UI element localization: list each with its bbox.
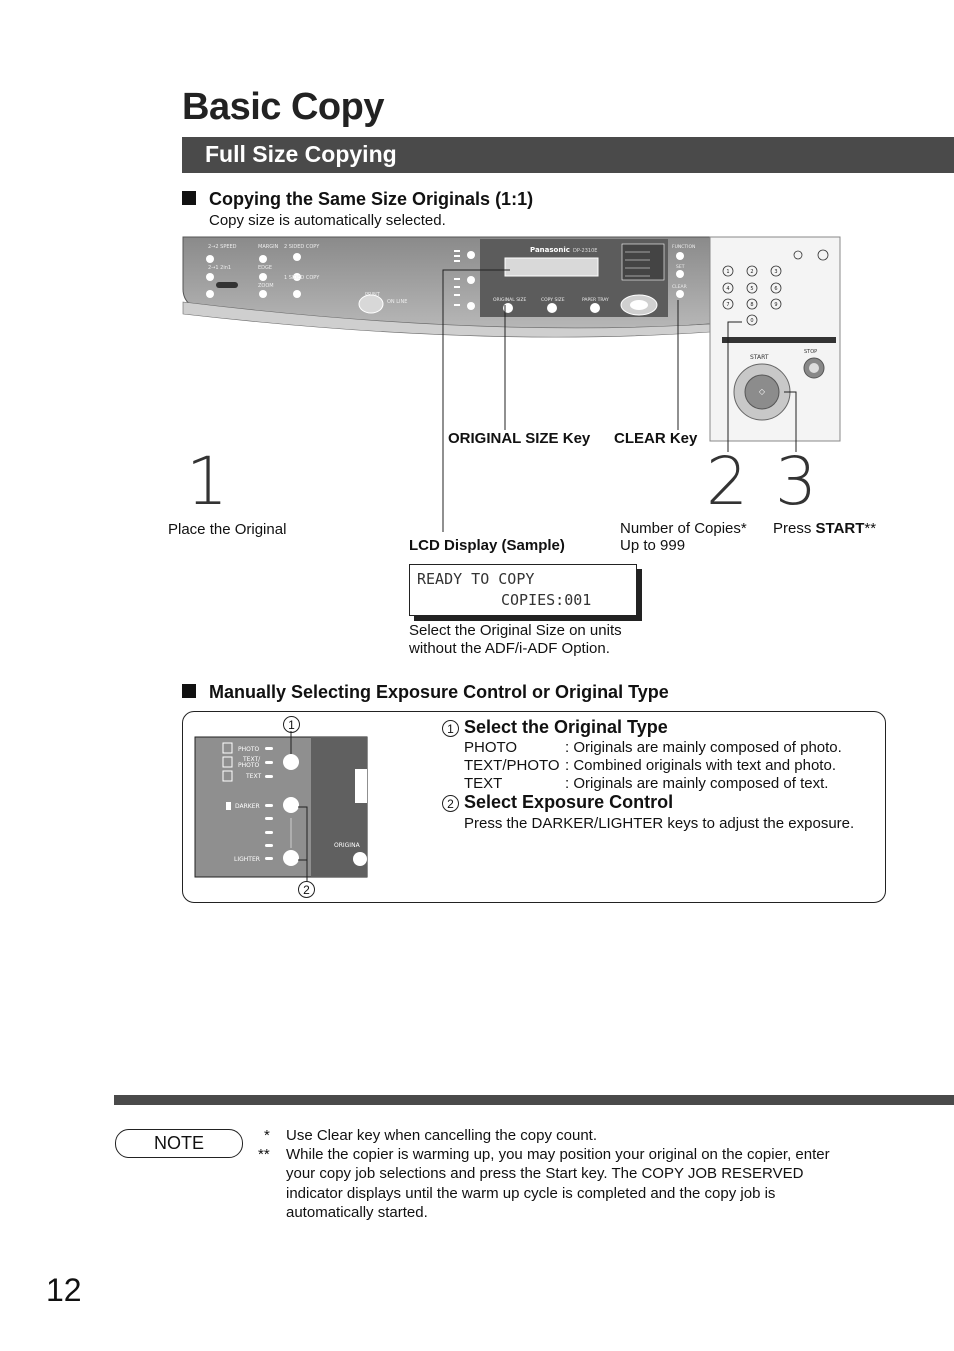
step-3-number: 3	[775, 443, 817, 520]
svg-text:SET: SET	[676, 264, 685, 270]
panel-brand: Panasonic	[530, 246, 570, 254]
lcd-display: READY TO COPY COPIES:001	[409, 564, 637, 616]
lcd-display-callout: LCD Display (Sample)	[409, 537, 565, 554]
svg-text:1 SIDED COPY: 1 SIDED COPY	[284, 275, 320, 281]
item1-desc-textphoto: : Combined originals with text and photo…	[565, 757, 836, 774]
svg-text:PRINT: PRINT	[365, 292, 381, 298]
lcd-caption-line-1: Select the Original Size on units	[409, 622, 622, 639]
step-2-label: Number of Copies	[620, 520, 741, 537]
svg-text:4: 4	[726, 286, 729, 292]
step-2-text: Number of Copies* Up to 999	[620, 520, 747, 554]
item1-term-textphoto: TEXT/PHOTO	[464, 757, 560, 774]
note-item-2-line-2: your copy job selections and press the S…	[286, 1165, 804, 1183]
section1-subheading: Copy size is automatically selected.	[209, 212, 446, 229]
marker-2: 2	[298, 881, 315, 898]
svg-text:0: 0	[750, 318, 753, 324]
svg-text:ZOOM: ZOOM	[258, 283, 274, 289]
svg-text:COPY SIZE: COPY SIZE	[541, 297, 565, 303]
mini-lighter-label: LIGHTER	[234, 856, 260, 863]
step-1-number: 1	[186, 443, 228, 520]
clear-key-callout: CLEAR Key	[614, 430, 698, 447]
step-3-prefix: Press	[773, 520, 816, 537]
svg-text:PAPER TRAY: PAPER TRAY	[582, 297, 609, 303]
svg-text:7: 7	[726, 302, 729, 308]
bullet-square-icon	[182, 191, 196, 205]
asterisk-mark: *	[740, 520, 747, 537]
lcd-line-1: READY TO COPY	[417, 570, 535, 588]
svg-text:2 SIDED COPY: 2 SIDED COPY	[284, 244, 320, 250]
lcd-caption: Select the Original Size on units withou…	[409, 622, 622, 658]
asterisk-mark: **	[864, 520, 877, 537]
step-3-text: Press START**	[773, 520, 876, 537]
control-panel-illustration: 2→2 SPEED MARGIN 2 SIDED COPY 2→1 2in1 EDGE…	[182, 236, 841, 442]
section2-heading: Manually Selecting Exposure Control or O…	[209, 682, 669, 702]
mini-darker-label: DARKER	[235, 803, 260, 810]
step-2-number: 2	[706, 443, 748, 520]
section-band-title: Full Size Copying	[205, 141, 397, 167]
svg-text:ON LINE: ON LINE	[387, 299, 407, 305]
note-item-2-line-3: indicator displays until the warm up cyc…	[286, 1184, 776, 1202]
item1-desc-photo: : Originals are mainly composed of photo…	[565, 739, 842, 756]
item2-title: Select Exposure Control	[464, 792, 674, 812]
svg-text:5: 5	[750, 286, 753, 292]
note-item-2-line-4: automatically started.	[286, 1203, 428, 1221]
panel-model: DP-2310E	[573, 248, 597, 254]
svg-text:◇: ◇	[759, 387, 766, 396]
marker-1: 1	[283, 716, 300, 733]
step-1-text: Place the Original	[168, 521, 287, 538]
item2-title-row: 2 Select Exposure Control	[442, 792, 673, 813]
svg-text:FUNCTION: FUNCTION	[672, 244, 695, 250]
section1-heading: Copying the Same Size Originals (1:1)	[209, 189, 534, 209]
svg-text:EDGE: EDGE	[258, 265, 272, 271]
item1-marker: 1	[442, 720, 459, 737]
step-3-start: START	[815, 520, 865, 537]
mini-textphoto-label-1: TEXT/	[242, 756, 261, 763]
lcd-line-2: COPIES:001	[501, 591, 592, 609]
mini-photo-label: PHOTO	[238, 746, 260, 753]
svg-text:CLEAR: CLEAR	[672, 284, 687, 290]
item1-title-row: 1 Select the Original Type	[442, 717, 668, 738]
item2-desc: Press the DARKER/LIGHTER keys to adjust …	[464, 815, 855, 832]
svg-text:2→1 2in1: 2→1 2in1	[208, 265, 231, 271]
item1-desc-text: : Originals are mainly composed of text.	[565, 775, 829, 792]
svg-text:ORIGINAL SIZE: ORIGINAL SIZE	[493, 297, 526, 303]
svg-text:1: 1	[726, 269, 729, 275]
item1-title: Select the Original Type	[464, 717, 668, 737]
svg-text:STOP: STOP	[804, 349, 817, 355]
item1-rows: PHOTO : Originals are mainly composed of …	[464, 739, 842, 793]
note-item-2: While the copier is warming up, you may …	[286, 1145, 926, 1222]
svg-text:MARGIN: MARGIN	[258, 244, 279, 250]
leader-lines	[442, 269, 797, 532]
page-number: 12	[46, 1272, 82, 1308]
original-size-key-callout: ORIGINAL SIZE Key	[448, 430, 591, 447]
note-rule	[114, 1095, 954, 1105]
section-band: Full Size Copying	[182, 137, 954, 173]
svg-text:8: 8	[750, 302, 753, 308]
svg-text:6: 6	[774, 286, 777, 292]
note-mark-1: *	[264, 1127, 270, 1144]
svg-text:9: 9	[774, 302, 777, 308]
mini-panel-illustration: PHOTO TEXT/ PHOTO TEXT DARKER LIGHTER OR…	[194, 731, 368, 881]
bullet-square-icon	[182, 684, 196, 698]
mini-textphoto-label-2: PHOTO	[238, 762, 260, 769]
note-mark-2: **	[258, 1146, 270, 1163]
lcd-caption-line-2: without the ADF/i-ADF Option.	[409, 640, 610, 657]
item2-marker: 2	[442, 795, 459, 812]
item1-term-text: TEXT	[464, 775, 503, 792]
exposure-frame	[182, 711, 886, 903]
item1-term-photo: PHOTO	[464, 739, 518, 756]
mini-origina-label: ORIGINA	[334, 842, 361, 849]
note-label: NOTE	[115, 1129, 243, 1158]
note-item-2-line-1: While the copier is warming up, you may …	[286, 1146, 830, 1163]
svg-text:2: 2	[750, 269, 753, 275]
page-title: Basic Copy	[182, 86, 384, 128]
mini-text-label: TEXT	[245, 773, 261, 780]
step-2-sub: Up to 999	[620, 537, 686, 554]
svg-text:3: 3	[774, 269, 777, 275]
note-item-1: Use Clear key when cancelling the copy c…	[286, 1127, 598, 1144]
svg-text:START: START	[750, 354, 769, 361]
svg-text:2→2 SPEED: 2→2 SPEED	[208, 244, 237, 250]
